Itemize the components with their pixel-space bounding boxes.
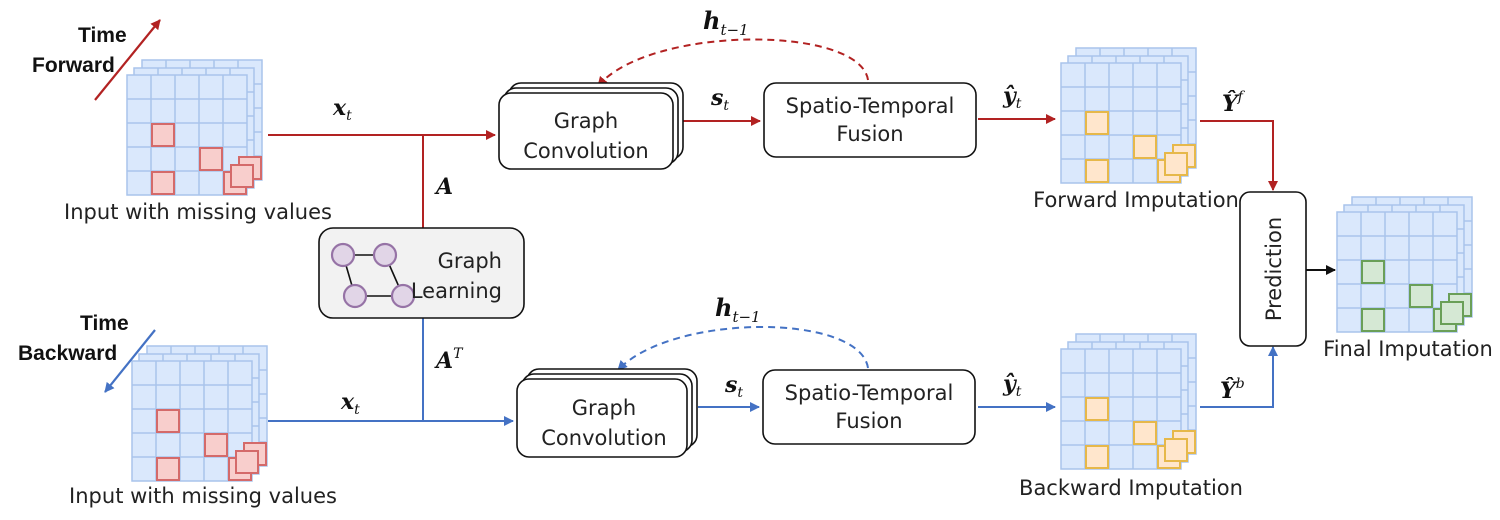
backward-hidden-state-loop [617,326,869,371]
backward-fusion-label-1: Spatio-Temporal [785,381,954,405]
backward-input-grid-highlight-cell [156,457,180,481]
time-backward-label-1: Time [80,312,129,335]
backward-input-grid-highlight-cell [204,433,228,457]
backward-input-caption: Input with missing values [69,484,337,508]
graph-learning-label-2: Learning [411,279,502,303]
forward-fusion-box: Spatio-Temporal Fusion [763,82,977,158]
backward-imputation-grid-highlight-cell [1133,421,1157,445]
graph-nodes-icon [330,242,416,309]
prediction-box: Prediction [1239,191,1307,347]
time-backward-label-2: Backward [18,342,117,365]
forward-imputation-grid-layer [1060,62,1182,184]
forward-Y-label: Ŷf [1222,89,1246,117]
backward-input-grid-highlight-cell [235,450,259,474]
backward-imputation-caption: Backward Imputation [1019,476,1243,500]
prediction-label: Prediction [1262,217,1286,321]
backward-graph-convolution-box: Graph Convolution [516,368,698,458]
forward-imputation-grid-highlight-cell [1133,135,1157,159]
final-imputation-caption: Final Imputation [1323,337,1493,361]
backward-h-label: ht−1 [715,293,761,326]
backward-yhat-label: ŷt [1002,371,1022,400]
backward-input-grid-highlight-cell [156,409,180,433]
final-imputation-grid-highlight-cell [1361,308,1385,332]
backward-adjacency-label: AT [434,346,464,374]
forward-input-grid-layer [126,74,248,196]
final-imputation-grid-highlight-cell [1409,284,1433,308]
final-imputation-grid-layer [1336,211,1458,333]
forward-h-label: ht−1 [703,6,749,39]
backward-input-grid [131,345,268,482]
forward-graph-convolution-box: Graph Convolution [498,82,684,170]
forward-conv-label-1: Graph [554,109,618,133]
forward-fusion-label-1: Spatio-Temporal [786,94,955,118]
backward-conv-label-2: Convolution [541,426,666,450]
time-backward-arrow [104,329,156,393]
final-imputation-grid-highlight-cell [1361,260,1385,284]
backward-x-label: xt [340,389,360,418]
final-imputation-grid [1336,196,1473,333]
forward-yhat-label: ŷt [1002,83,1022,112]
time-forward-label-1: Time [78,24,127,47]
forward-imputation-caption: Forward Imputation [1033,188,1239,212]
backward-imputation-grid [1060,333,1197,470]
backward-Y-label: Ŷb [1220,376,1245,404]
backward-imputation-grid-layer [1060,348,1182,470]
forward-imputation-to-prediction-line [1200,120,1278,191]
forward-imputation-grid-highlight-cell [1085,159,1109,183]
backward-fusion-box: Spatio-Temporal Fusion [762,369,976,445]
forward-input-grid-highlight-cell [199,147,223,171]
forward-x-label: xt [332,95,352,124]
backward-input-grid-layer [131,360,253,482]
forward-imputation-grid-highlight-cell [1085,111,1109,135]
backward-fusion-label-2: Fusion [835,409,902,433]
forward-imputation-grid-highlight-cell [1164,152,1188,176]
forward-adjacency-label: A [434,174,453,200]
final-imputation-grid-highlight-cell [1440,301,1464,325]
time-forward-label-2: Forward [32,54,115,77]
backward-imputation-grid-highlight-cell [1085,445,1109,469]
time-forward-arrow [94,19,161,101]
backward-imputation-grid-highlight-cell [1085,397,1109,421]
backward-conv-label-1: Graph [572,396,636,420]
grid-stacks [126,47,1473,482]
forward-conv-label-2: Convolution [523,139,648,163]
backward-s-label: st [724,372,743,401]
forward-input-grid [126,59,263,196]
forward-input-grid-highlight-cell [151,171,175,195]
graph-learning-label-1: Graph [438,249,502,273]
backward-imputation-to-prediction-line [1200,346,1278,408]
forward-input-grid-highlight-cell [151,123,175,147]
backward-imputation-grid-highlight-cell [1164,438,1188,462]
graph-learning-box: Graph Learning [318,227,525,319]
forward-fusion-label-2: Fusion [836,122,903,146]
forward-imputation-grid [1060,47,1197,184]
forward-input-grid-highlight-cell [230,164,254,188]
forward-input-caption: Input with missing values [64,200,332,224]
forward-s-label: st [710,85,729,114]
forward-hidden-state-loop [597,38,869,87]
